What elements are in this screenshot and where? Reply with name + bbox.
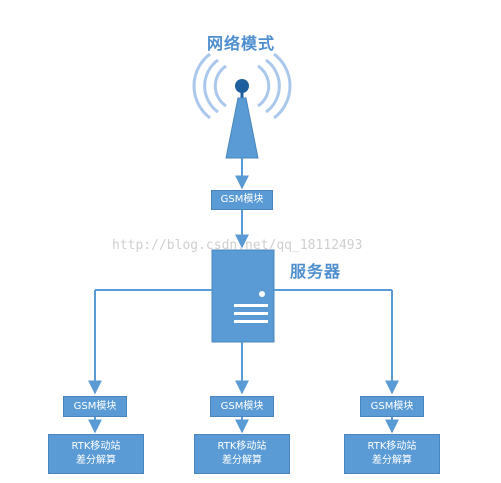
rtk-station-right: RTK移动站 差分解算 [344,434,440,474]
rtk-station-center-line1: RTK移动站 [217,441,267,452]
rtk-station-right-line1: RTK移动站 [367,441,417,452]
rtk-station-left-line1: RTK移动站 [71,441,121,452]
server-icon [211,249,275,343]
gsm-module-top: GSM模块 [211,190,273,210]
watermark: http://blog.csdn.net/qq_18112493 [112,238,363,253]
rtk-station-center-line2: 差分解算 [222,455,262,466]
gsm-module-top-label: GSM模块 [220,194,264,205]
server-label: 服务器 [290,262,342,281]
antenna-tower-icon [192,52,292,159]
rtk-station-left: RTK移动站 差分解算 [48,434,144,474]
rtk-station-center: RTK移动站 差分解算 [194,434,290,474]
gsm-module-right: GSM模块 [360,396,424,417]
gsm-module-left: GSM模块 [63,396,127,417]
rtk-station-right-line2: 差分解算 [372,455,412,466]
rtk-station-left-line2: 差分解算 [76,455,116,466]
gsm-module-center-label: GSM模块 [220,400,264,412]
gsm-module-center: GSM模块 [210,396,274,417]
diagram-title: 网络模式 [207,34,276,53]
gsm-module-right-label: GSM模块 [370,400,414,412]
gsm-module-left-label: GSM模块 [73,400,117,412]
